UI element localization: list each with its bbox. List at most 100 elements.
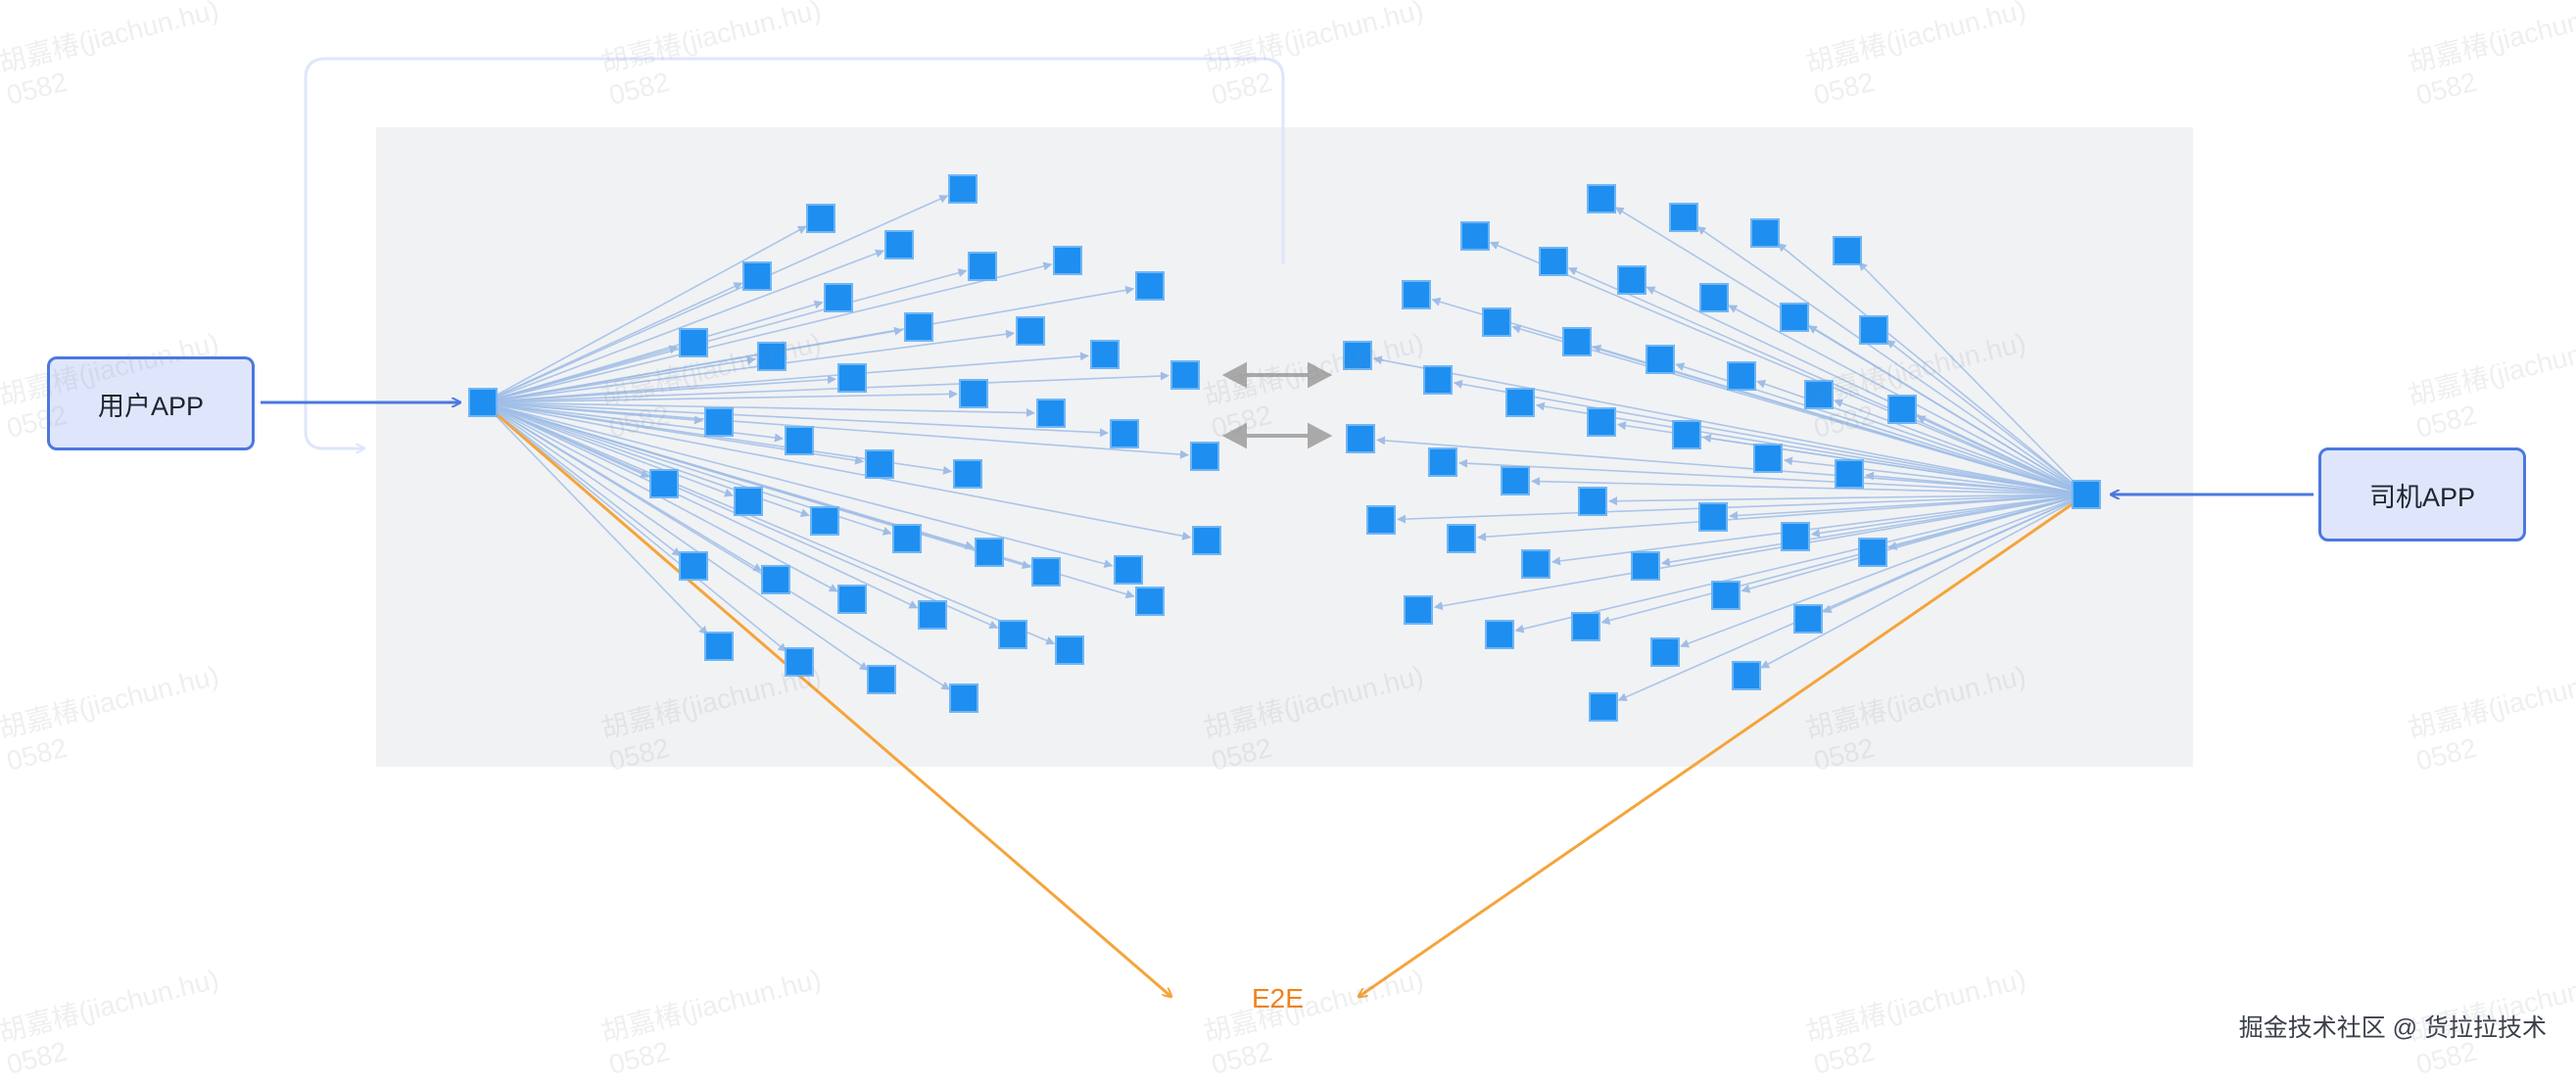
user-service-node	[998, 620, 1027, 649]
driver-service-node	[1631, 551, 1660, 581]
user-service-nodes	[649, 174, 1221, 713]
left-dependency-line	[482, 345, 679, 403]
user-service-node	[1090, 340, 1120, 369]
driver-service-node	[1587, 184, 1616, 213]
left-dependency-line	[482, 401, 1189, 459]
driver-service-node	[1727, 361, 1756, 391]
right-dependency-line	[1600, 494, 2087, 625]
left-dependency-line	[482, 282, 743, 403]
user-service-node	[867, 665, 896, 694]
driver-service-node	[1501, 466, 1530, 495]
driver-service-node	[1859, 315, 1888, 345]
user-service-node	[948, 174, 978, 204]
left-dependency-line	[482, 401, 1114, 569]
user-service-node	[649, 469, 679, 498]
left-dependency-line	[482, 195, 949, 403]
user-service-node	[1135, 587, 1165, 616]
right-dependency-line	[1807, 325, 2087, 495]
user-service-node	[1114, 555, 1143, 585]
bidirectional-arrow-bottom	[1221, 422, 1333, 449]
driver-service-node	[1835, 459, 1864, 489]
left-dependency-line	[482, 401, 1035, 418]
right-dependency-line	[1531, 477, 2087, 495]
user-service-node	[959, 379, 988, 408]
user-service-node	[837, 363, 867, 393]
right-dependency-line	[1477, 494, 2087, 541]
user-service-node	[704, 632, 734, 661]
user-service-node	[968, 252, 997, 281]
right-dependency-line	[1592, 344, 2087, 495]
user-service-node	[953, 459, 982, 489]
user-e2e-arrow	[482, 400, 1171, 997]
right-dependency-line	[1453, 379, 2087, 495]
driver-service-node	[1482, 307, 1511, 337]
user-service-node	[1053, 246, 1082, 275]
user-service-node	[824, 283, 853, 312]
right-fan-lines	[1372, 207, 2087, 702]
driver-service-node	[1587, 407, 1616, 437]
driver-service-node	[1833, 236, 1862, 265]
user-service-node	[785, 647, 814, 677]
left-dependency-line	[482, 401, 1135, 599]
right-dependency-line	[1550, 494, 2087, 566]
right-dependency-line	[1777, 243, 2087, 495]
right-dependency-line	[1810, 494, 2087, 538]
driver-service-node	[1650, 637, 1680, 667]
left-dependency-line	[482, 401, 682, 557]
driver-service-node	[1617, 265, 1646, 295]
user-service-node	[1016, 316, 1045, 346]
right-dependency-line	[1535, 401, 2087, 495]
footer-credit: 掘金技术社区 @ 货拉拉技术	[2238, 1014, 2547, 1042]
driver-service-node	[1343, 341, 1372, 370]
driver-service-node	[1781, 522, 1810, 551]
right-dependency-line	[1858, 261, 2087, 495]
left-dependency-line	[482, 371, 1169, 403]
user-service-node	[1055, 635, 1084, 665]
right-dependency-line	[1397, 494, 2087, 524]
user-service-node	[1110, 419, 1139, 448]
right-dependency-line	[1608, 494, 2087, 506]
user-service-node	[918, 600, 947, 630]
driver-service-node	[1753, 444, 1783, 473]
left-dependency-line	[482, 261, 1053, 403]
driver-service-node	[1698, 502, 1728, 532]
left-dependency-line	[482, 401, 734, 497]
driver-service-node	[1428, 447, 1457, 477]
driver-service-node	[1669, 203, 1698, 232]
driver-service-node	[1505, 388, 1535, 417]
user-gateway-node	[468, 388, 498, 417]
driver-service-node	[1711, 581, 1741, 610]
user-service-node	[679, 551, 708, 581]
left-dependency-line	[482, 401, 1056, 645]
user-service-node	[785, 426, 814, 455]
right-dependency-line	[1617, 494, 2087, 702]
driver-service-node	[1460, 221, 1490, 251]
right-dependency-line	[1696, 225, 2087, 495]
left-dependency-line	[482, 401, 869, 671]
user-service-node	[892, 524, 922, 553]
left-dependency-line	[482, 389, 958, 403]
driver-service-node	[1404, 595, 1433, 625]
user-service-node	[1190, 442, 1219, 471]
user-service-node	[810, 506, 839, 536]
left-dependency-line	[482, 401, 1192, 541]
right-dependency-line	[1433, 494, 2087, 611]
left-dependency-line	[482, 375, 836, 403]
driver-service-node	[1521, 549, 1550, 579]
driver-service-nodes	[1343, 184, 1917, 722]
driver-service-node	[1447, 524, 1476, 553]
driver-service-node	[1804, 380, 1834, 409]
left-dependency-line	[482, 401, 951, 690]
driver-service-node	[1346, 424, 1375, 453]
driver-service-node	[1589, 692, 1618, 722]
left-dependency-line	[482, 401, 919, 609]
right-dependency-line	[1376, 436, 2087, 495]
user-service-node	[734, 487, 763, 516]
right-dependency-line	[1916, 415, 2087, 495]
e2e-label: E2E	[1252, 983, 1304, 1013]
left-dependency-line	[482, 401, 708, 635]
left-dependency-line	[482, 401, 787, 652]
driver-service-node	[1793, 604, 1823, 634]
left-dependency-line	[482, 268, 968, 403]
driver-service-node	[1571, 612, 1600, 641]
